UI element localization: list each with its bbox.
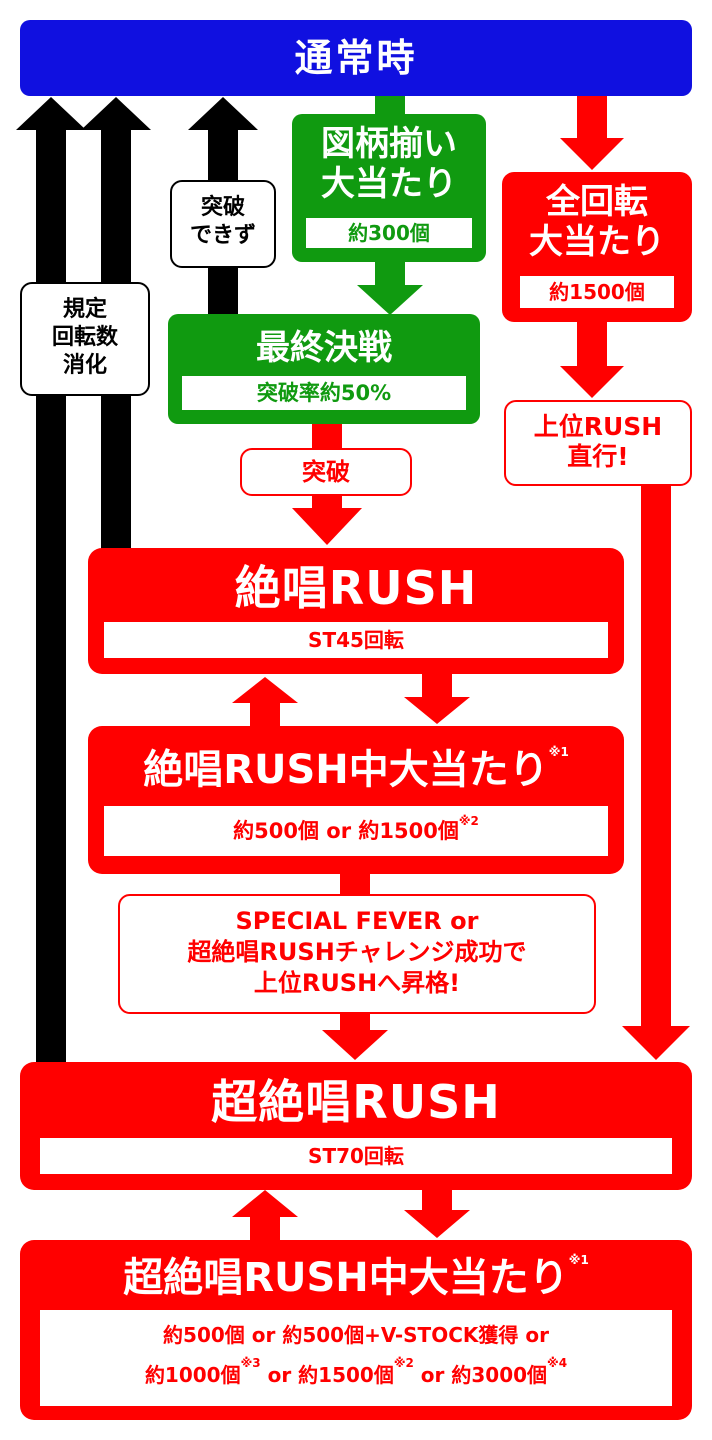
zessho-rush-title: 絶唱RUSH [234,561,478,615]
final-battle-box: 最終決戦 突破率約50% [168,314,480,424]
spin-limit-line2: 回転数 [51,325,118,350]
super-rush-title: 超絶唱RUSH [211,1075,501,1129]
super-rush-win-p3: 約3000個 [451,1363,548,1387]
arrow-direct-to-super [622,1026,690,1060]
super-rush-win-or-a: or [260,1363,299,1387]
arrow-zessho-to-win [404,697,470,724]
fail-line1: 突破 [200,195,245,220]
promotion-line2: 超絶唱RUSHチャレンジ成功で [187,938,527,966]
arrow-normal-to-full [560,138,624,170]
normal-state-title: 通常時 [294,36,418,80]
full-rotation-line2: 大当たり [529,222,665,262]
spin-limit-line3: 消化 [62,353,107,378]
zessho-rush-win-title: 絶唱RUSH中大当たり [143,747,549,793]
zessho-rush-win-payout-b: 約1500個 [358,819,459,843]
green-win-box: 図柄揃い 大当たり 約300個 [292,114,486,262]
fail-label: 突破 できず [170,180,276,268]
green-win-payout: 約300個 [306,218,472,248]
super-rush-win-line2: 約1000個※3 or 約1500個※2 or 約3000個※4 [40,1356,672,1392]
arrow-full-to-direct [560,366,624,398]
super-rush-win-p2-note: ※2 [393,1356,414,1370]
arrow-green-to-final [357,285,423,315]
full-rotation-line1: 全回転 [546,182,648,222]
super-rush-win-box: 超絶唱RUSH中大当たり※1 約500個 or 約500個+V-STOCK獲得 … [20,1240,692,1420]
arrow-super-to-superwin [404,1210,470,1238]
green-win-line1: 図柄揃い [321,124,457,164]
fail-line2: できず [189,223,256,248]
super-rush-win-p3-note: ※4 [547,1356,568,1370]
direct-upper-line2: 直行! [567,442,629,471]
super-rush-spins: ST70回転 [40,1138,672,1174]
zessho-rush-win-payout-row: 約500個 or 約1500個※2 [104,806,608,856]
zessho-rush-win-payout-b-note: ※2 [458,814,479,828]
promotion-line3: 上位RUSHへ昇格! [253,969,461,997]
super-rush-win-title-note: ※1 [568,1253,589,1267]
arrow-win-to-zessho [232,677,298,703]
arrow-head-1 [16,97,86,130]
super-rush-win-or-b: or [413,1363,452,1387]
zessho-rush-win-title-note: ※1 [548,745,569,759]
promotion-label: SPECIAL FEVER or 超絶唱RUSHチャレンジ成功で 上位RUSHへ… [118,894,596,1014]
super-rush-box: 超絶唱RUSH ST70回転 [20,1062,692,1190]
arrow-promo-to-super [322,1030,388,1060]
full-rotation-payout: 約1500個 [520,276,674,308]
arrow-head-3 [188,97,258,130]
arrow-head-2 [81,97,151,130]
zessho-rush-win-title-row: 絶唱RUSH中大当たり※1 [88,744,624,796]
super-rush-win-line1: 約500個 or 約500個+V-STOCK獲得 or [163,1323,549,1347]
super-rush-win-title: 超絶唱RUSH中大当たり [123,1255,569,1301]
zessho-rush-win-payout-a: 約500個 [233,819,319,843]
spin-limit-label: 規定 回転数 消化 [20,282,150,396]
full-rotation-box: 全回転 大当たり 約1500個 [502,172,692,322]
zessho-rush-win-or: or [318,819,359,843]
normal-state-box: 通常時 [20,20,692,96]
arrow-superwin-to-super [232,1190,298,1217]
final-battle-rate: 突破率約50% [182,376,466,410]
super-rush-win-p1: 約1000個 [144,1363,241,1387]
direct-upper-label: 上位RUSH 直行! [504,400,692,486]
promotion-line1: SPECIAL FEVER or [235,907,479,935]
direct-upper-line1: 上位RUSH [533,412,663,441]
spin-limit-line1: 規定 [62,297,107,322]
super-rush-win-p2: 約1500個 [298,1363,394,1387]
super-rush-win-p1-note: ※3 [240,1356,261,1370]
super-rush-win-title-row: 超絶唱RUSH中大当たり※1 [20,1252,692,1304]
final-battle-title: 最終決戦 [256,328,392,368]
zessho-rush-box: 絶唱RUSH ST45回転 [88,548,624,674]
green-win-line2: 大当たり [321,164,457,204]
zessho-rush-win-box: 絶唱RUSH中大当たり※1 約500個 or 約1500個※2 [88,726,624,874]
breakthrough-label: 突破 [240,448,412,496]
arrow-break-to-zessho [292,508,362,545]
super-rush-win-payout-box: 約500個 or 約500個+V-STOCK獲得 or 約1000個※3 or … [40,1310,672,1406]
zessho-rush-spins: ST45回転 [104,622,608,658]
arrow-shaft-1 [36,130,66,1065]
